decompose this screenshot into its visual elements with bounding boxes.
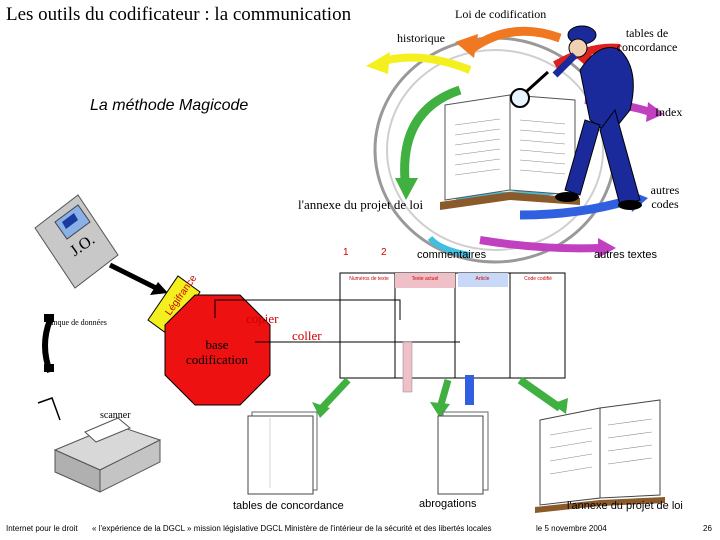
copier-arrow [214, 299, 401, 320]
open-book-top [440, 94, 580, 210]
banque-donnees-label: banque de données [46, 318, 107, 327]
arrow-orange-loi [467, 26, 562, 54]
annexe-projet-label: l'annexe du projet de loi [298, 197, 424, 212]
arrow-green-left [400, 85, 462, 181]
footer-date: le 5 novembre 2004 [536, 524, 607, 533]
historique-label: historique [397, 31, 445, 45]
blue-table-bar [458, 273, 508, 287]
number-1-label: 1 [343, 247, 349, 258]
scanner-device [37, 397, 162, 493]
index-label: Index [655, 105, 683, 119]
arrow-yellow-head [366, 52, 390, 74]
legifrance-box [147, 275, 201, 337]
autres-textes-label: autres textes [594, 249, 657, 261]
base-codification-octagon [164, 294, 271, 406]
col-header-1: Numéros de texte [349, 276, 389, 282]
detective-figure [510, 25, 642, 210]
col-header-4: Code codifié [524, 276, 552, 282]
arrow-magenta-autres [479, 236, 601, 253]
arrow-cyan-comment [427, 235, 471, 258]
blue-column-bar [465, 375, 474, 405]
annexe-open-book [535, 399, 665, 513]
arrow-green-head [395, 178, 418, 200]
base-codification-label: base codification [185, 337, 249, 367]
col-header-3: Article [475, 276, 490, 282]
swirl-circle-inner [386, 49, 604, 251]
abrogations-doc [437, 411, 489, 495]
green-arrow-tables [317, 377, 351, 413]
pink-table-header [395, 273, 455, 288]
concordance-table [339, 272, 566, 379]
green-arrow-annexe [517, 376, 563, 412]
commentaires-label: commentaires [417, 249, 487, 261]
scanner-label: scanner [100, 410, 131, 421]
arrow-jo-legifrance [108, 262, 162, 293]
coller-label: coller [292, 328, 322, 343]
arrow-purple-head [646, 102, 664, 122]
pink-column-bar [402, 341, 413, 393]
method-label: La méthode Magicode [90, 97, 249, 114]
autres-codes-label: autres codes [650, 183, 680, 211]
tables-concordance-top-label: tables de concordance [616, 26, 678, 54]
number-2-label: 2 [381, 247, 387, 258]
footer-middle: « l'expérience de la DGCL » mission légi… [92, 524, 492, 533]
page-title: Les outils du codificateur : la communic… [6, 4, 352, 25]
floppy-disk [34, 194, 119, 289]
tables-concordance-bottom-label: tables de concordance [233, 500, 344, 512]
arrow-magenta-head [598, 238, 616, 258]
footer-page-number: 26 [703, 524, 712, 533]
arrow-orange-head [455, 34, 478, 58]
arrow-yellow-historique [378, 53, 472, 74]
abrogations-label: abrogations [419, 498, 477, 510]
col-header-2: Texte actuel [411, 276, 439, 282]
arrow-red-head [572, 46, 596, 66]
loi-codification-label: Loi de codification [455, 7, 547, 21]
telephone-device [42, 314, 54, 374]
copier-label: copier [246, 311, 279, 326]
annexe-projet-bottom-label: l'annexe du projet de loi [567, 500, 683, 512]
footer-left: Internet pour le droit [6, 524, 78, 533]
tables-concordance-doc [247, 411, 318, 495]
